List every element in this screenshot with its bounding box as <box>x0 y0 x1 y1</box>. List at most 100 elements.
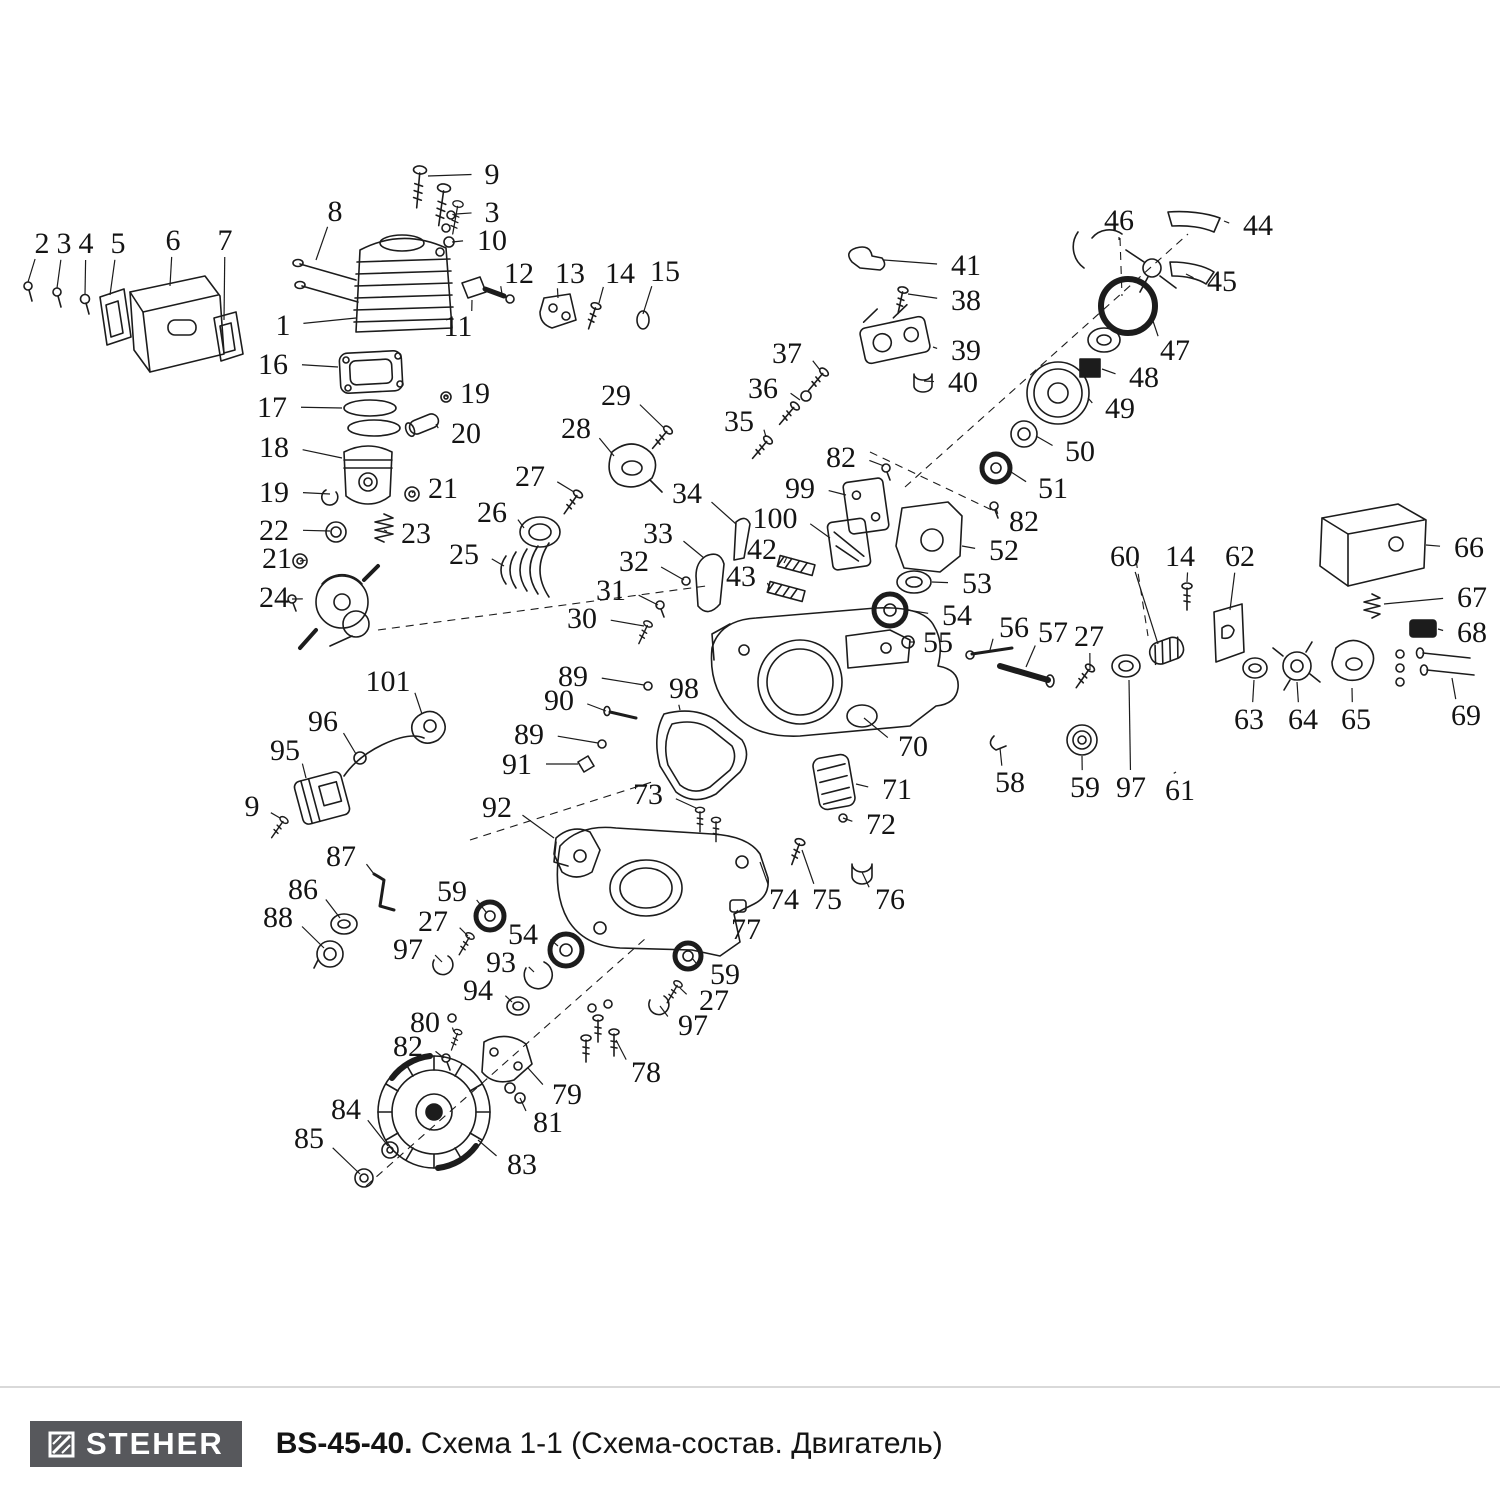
leader-line-6 <box>169 256 173 287</box>
part-label-51: 51 <box>1038 472 1068 505</box>
leader-line-101 <box>414 692 423 715</box>
leader-line-26 <box>517 519 525 529</box>
leader-line-87 <box>365 863 375 875</box>
leader-line-51 <box>1007 469 1027 483</box>
leader-line-100 <box>809 523 831 539</box>
part-label-73: 73 <box>633 778 663 811</box>
part-label-16: 16 <box>258 348 288 381</box>
brand-logo-icon <box>48 1431 75 1457</box>
part-label-13: 13 <box>555 257 585 290</box>
part-label-12: 12 <box>504 257 534 290</box>
leader-line-9 <box>427 173 472 177</box>
leader-line-98 <box>678 704 681 711</box>
leader-line-45 <box>1185 273 1194 279</box>
part-label-50: 50 <box>1065 435 1095 468</box>
leader-line-8 <box>315 226 329 261</box>
part-label-59: 59 <box>710 958 740 991</box>
artwork-crankcase-lower <box>553 826 873 957</box>
leader-line-77 <box>734 909 739 914</box>
leader-line-59 <box>476 899 487 913</box>
leader-line-42 <box>783 557 788 564</box>
part-label-90: 90 <box>544 684 574 717</box>
leader-line-12 <box>500 286 503 295</box>
leader-line-59 <box>691 957 700 967</box>
leader-line-40 <box>923 380 935 383</box>
leader-line-14 <box>1186 572 1189 583</box>
artwork-cylinder-assembly <box>287 164 650 650</box>
leader-line-64 <box>1296 681 1299 703</box>
leader-line-68 <box>1437 628 1444 632</box>
leader-line-75 <box>801 849 815 885</box>
part-label-24: 24 <box>259 581 289 614</box>
part-label-71: 71 <box>882 773 912 806</box>
part-label-59: 59 <box>437 875 467 908</box>
leader-line-15 <box>642 285 653 315</box>
part-label-54: 54 <box>942 599 972 632</box>
leader-line-99 <box>828 489 847 496</box>
part-label-70: 70 <box>898 730 928 763</box>
leader-line-70 <box>863 717 889 739</box>
part-label-93: 93 <box>486 946 516 979</box>
brand-name: STEHER <box>86 1426 224 1461</box>
leader-line-39 <box>932 346 938 350</box>
part-label-22: 22 <box>259 514 289 547</box>
leader-line-73 <box>675 798 697 809</box>
part-label-21: 21 <box>262 542 292 575</box>
leader-line-28 <box>598 437 615 457</box>
part-label-79: 79 <box>552 1078 582 1111</box>
leader-line-62 <box>1229 572 1236 611</box>
leader-line-9 <box>270 812 281 819</box>
part-label-55: 55 <box>923 626 953 659</box>
part-label-10: 10 <box>477 224 507 257</box>
leader-line-7 <box>223 256 226 321</box>
artwork-oil-pump <box>826 477 1475 756</box>
leader-line-16 <box>301 364 339 368</box>
part-label-23: 23 <box>401 517 431 550</box>
part-label-8: 8 <box>328 195 343 228</box>
leader-line-49 <box>1087 397 1093 404</box>
leader-line-43 <box>766 582 771 590</box>
part-label-42: 42 <box>747 533 777 566</box>
artwork-intake <box>500 423 675 598</box>
artwork-carburetor <box>747 246 933 463</box>
leader-line-34 <box>711 501 737 525</box>
leader-line-4 <box>84 259 87 296</box>
exploded-diagram: 9831023456712131415111163937474036481917… <box>23 158 1487 1188</box>
leader-line-88 <box>301 926 325 949</box>
part-label-39: 39 <box>951 334 981 367</box>
leader-line-35 <box>763 429 767 438</box>
part-label-82: 82 <box>1009 505 1039 538</box>
model-number: BS-45-40. <box>275 1427 413 1460</box>
part-label-30: 30 <box>567 602 597 635</box>
part-label-14: 14 <box>1165 540 1195 573</box>
part-label-88: 88 <box>263 901 293 934</box>
part-label-69: 69 <box>1451 699 1481 732</box>
part-label-43: 43 <box>726 560 756 593</box>
construction-lines <box>365 233 1189 1187</box>
part-label-66: 66 <box>1454 531 1484 564</box>
artwork-muffler <box>23 275 244 373</box>
leader-line-23 <box>383 529 388 532</box>
part-label-63: 63 <box>1234 703 1264 736</box>
leader-line-21 <box>299 559 306 562</box>
leader-line-60 <box>1134 571 1159 645</box>
leader-line-27 <box>556 481 575 493</box>
artwork-grip-plate <box>694 753 856 843</box>
part-label-15: 15 <box>650 255 680 288</box>
part-label-98: 98 <box>669 672 699 705</box>
schema-subtitle: Схема 1-1 (Схема-состав. Двигатель) <box>420 1427 943 1460</box>
part-label-40: 40 <box>948 366 978 399</box>
part-label-89: 89 <box>514 718 544 751</box>
leader-line-48 <box>1101 368 1116 375</box>
part-label-46: 46 <box>1104 204 1134 237</box>
part-label-29: 29 <box>601 379 631 412</box>
part-label-45: 45 <box>1207 265 1237 298</box>
part-label-81: 81 <box>533 1106 563 1139</box>
part-label-95: 95 <box>270 734 300 767</box>
part-label-83: 83 <box>507 1148 537 1181</box>
leader-line-86 <box>325 899 341 919</box>
leader-line-74 <box>759 861 769 885</box>
leader-line-90 <box>587 703 607 712</box>
footer: STEHER BS-45-40. Схема 1-1 (Схема-состав… <box>30 1421 1470 1467</box>
